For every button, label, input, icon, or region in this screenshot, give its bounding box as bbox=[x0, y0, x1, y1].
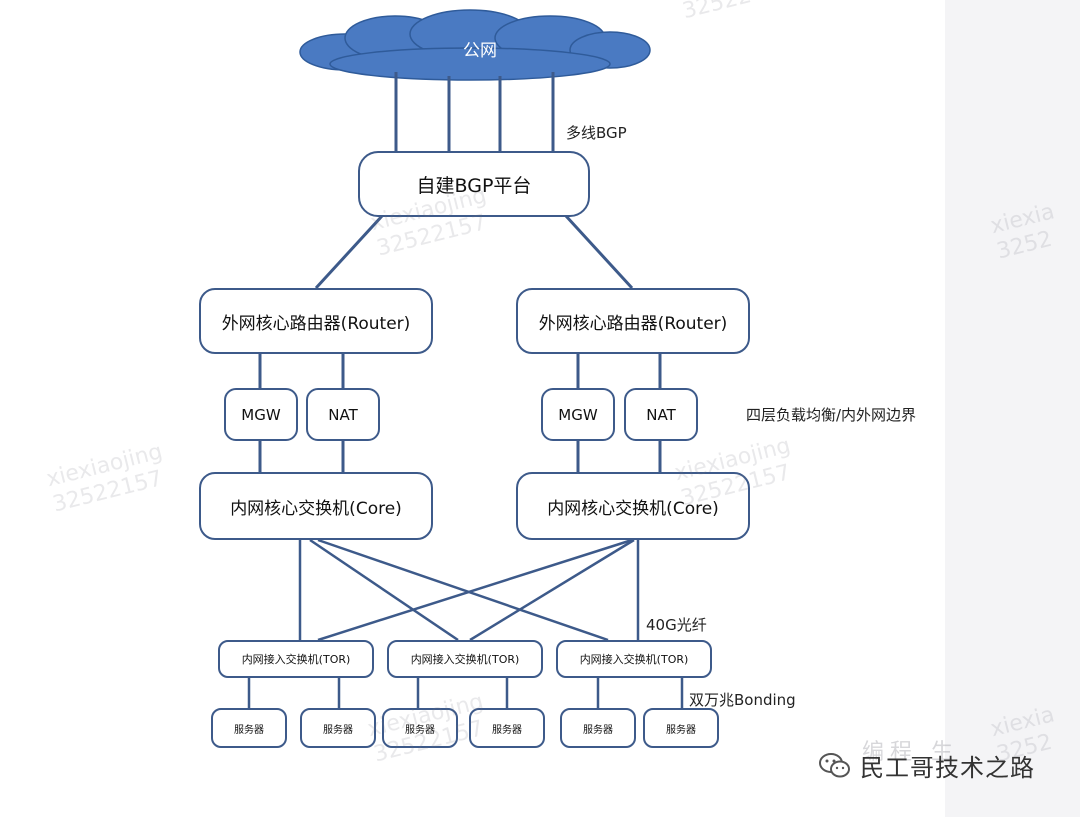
cloud-icon bbox=[299, 9, 651, 81]
router-node-right: 外网核心路由器(Router) bbox=[516, 288, 750, 354]
brand-text: 民工哥技术之路 bbox=[860, 754, 1035, 782]
load-balance-label: 四层负载均衡/内外网边界 bbox=[746, 406, 917, 424]
brand-signature: 民工哥技术之路 bbox=[818, 748, 1035, 783]
brand-faint-text: 编程 生 bbox=[862, 740, 959, 765]
server-node-4: 服务器 bbox=[469, 708, 545, 748]
right-margin-panel bbox=[945, 0, 1080, 817]
cloud-label: 公网 bbox=[463, 41, 497, 61]
server-node-2: 服务器 bbox=[300, 708, 376, 748]
server-node-3: 服务器 bbox=[382, 708, 458, 748]
tor-switch-3: 内网接入交换机(TOR) bbox=[556, 640, 712, 678]
bonding-label: 双万兆Bonding bbox=[689, 691, 796, 709]
mgw-node-left: MGW bbox=[224, 388, 298, 441]
wechat-icon bbox=[818, 751, 852, 781]
bgp-line-label: 多线BGP bbox=[566, 124, 627, 142]
nat-node-right: NAT bbox=[624, 388, 698, 441]
server-node-6: 服务器 bbox=[643, 708, 719, 748]
server-node-5: 服务器 bbox=[560, 708, 636, 748]
nat-node-left: NAT bbox=[306, 388, 380, 441]
mgw-node-right: MGW bbox=[541, 388, 615, 441]
server-node-1: 服务器 bbox=[211, 708, 287, 748]
core-switch-left: 内网核心交换机(Core) bbox=[199, 472, 433, 540]
router-node-left: 外网核心路由器(Router) bbox=[199, 288, 433, 354]
fiber-label: 40G光纤 bbox=[646, 616, 707, 634]
tor-switch-2: 内网接入交换机(TOR) bbox=[387, 640, 543, 678]
bgp-platform-node: 自建BGP平台 bbox=[358, 151, 590, 217]
core-switch-right: 内网核心交换机(Core) bbox=[516, 472, 750, 540]
tor-switch-1: 内网接入交换机(TOR) bbox=[218, 640, 374, 678]
